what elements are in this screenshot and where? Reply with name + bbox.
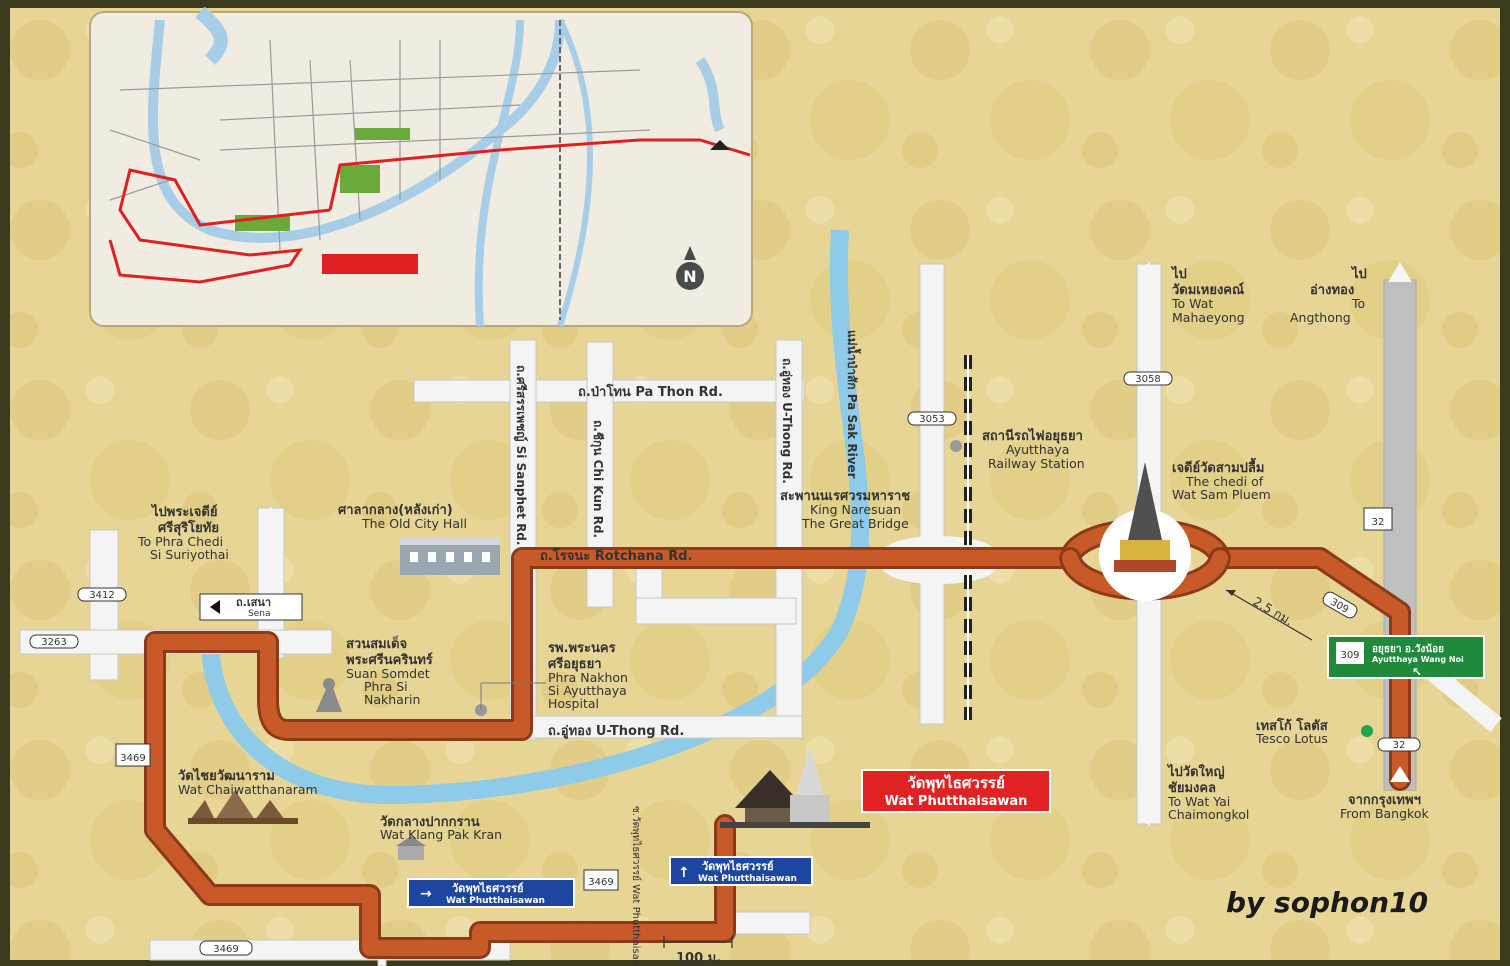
compass-label: N <box>683 267 696 286</box>
mahaeyong-en2: Mahaeyong <box>1172 310 1245 325</box>
klang-en: Wat Klang Pak Kran <box>380 827 502 842</box>
angthong-en1: To <box>1351 296 1365 311</box>
svg-text:100 ม.: 100 ม. <box>676 951 721 966</box>
wat-chaiwatthanaram-icon <box>188 790 298 824</box>
suriyothai-th2: ศรีสุริโยทัย <box>158 519 219 536</box>
uthong-rd-h-label: ถ.อู่ทอง U-Thong Rd. <box>548 724 684 739</box>
tesco-dot <box>1361 725 1373 737</box>
pasak-river-label: แม่น้ำป่าสัก Pa Sak River <box>845 330 862 479</box>
watyai-en2: Chaimongkol <box>1168 807 1249 822</box>
svg-text:32: 32 <box>1393 740 1406 751</box>
park-en2: Phra Si <box>364 679 408 694</box>
old-city-hall-icon <box>400 538 500 575</box>
svg-text:Ayutthaya Wang Noi: Ayutthaya Wang Noi <box>1372 655 1464 664</box>
hospital-th1: รพ.พระนคร <box>548 641 616 656</box>
chedi-en2: Wat Sam Pluem <box>1172 487 1271 502</box>
mahaeyong-th1: ไป <box>1170 265 1187 282</box>
wat-phutthaisawan-icon <box>720 745 870 828</box>
angthong-th1: ไป <box>1350 265 1367 282</box>
svg-text:Wat Phutthaisawan: Wat Phutthaisawan <box>698 874 797 884</box>
destination-en: Wat Phutthaisawan <box>885 794 1028 809</box>
chikun-rd-label: ถ.ชีกุน Chi Kun Rd. <box>590 420 605 538</box>
station-en1: Ayutthaya <box>1006 442 1069 457</box>
pathon-rd-label: ถ.ป่าโทน Pa Thon Rd. <box>578 383 723 400</box>
svg-text:3469: 3469 <box>120 753 145 764</box>
park-en3: Nakharin <box>364 692 420 707</box>
svg-text:3469: 3469 <box>213 944 238 955</box>
tesco-en: Tesco Lotus <box>1255 731 1328 746</box>
tesco-th: เทสโก้ โลตัส <box>1256 717 1328 734</box>
inset-map: N <box>89 6 753 327</box>
svg-text:3263: 3263 <box>41 637 66 648</box>
svg-text:อยุธยา อ.วังน้อย: อยุธยา อ.วังน้อย <box>1372 643 1444 655</box>
wat-sam-pluem-chedi <box>1099 462 1191 601</box>
roads <box>19 263 1162 966</box>
watyai-th2: ชัยมงคล <box>1168 781 1216 796</box>
station-en2: Railway Station <box>988 456 1085 471</box>
bridge-th: สะพานนเรศวรมหาราช <box>780 489 910 504</box>
svg-text:3058: 3058 <box>1135 374 1160 385</box>
svg-text:309: 309 <box>1340 650 1359 661</box>
park-th1: สวนสมเด็จ <box>346 634 407 652</box>
wat-klang-pak-kran-icon <box>396 836 426 860</box>
station-dot <box>950 440 962 452</box>
hospital-en3: Hospital <box>548 696 599 711</box>
angthong-en2: Angthong <box>1290 310 1351 325</box>
old-city-hall-th: ศาลากลาง(หลังเก่า) <box>338 503 453 518</box>
svg-text:วัดพุทไธศวรรย์: วัดพุทไธศวรรย์ <box>452 881 524 896</box>
angthong-th2: อ่างทอง <box>1310 283 1354 298</box>
bangkok-en: From Bangkok <box>1340 806 1429 821</box>
old-city-hall-en: The Old City Hall <box>361 516 467 531</box>
svg-text:↖: ↖ <box>1412 665 1422 679</box>
sisanphet-rd-label: ถ.ศรีสรรเพชญ์ Si Sanphet Rd. <box>514 365 528 545</box>
svg-text:Sena: Sena <box>248 609 270 619</box>
park-en1: Suan Somdet <box>346 666 430 681</box>
watyai-th1: ไปวัดใหญ่ <box>1166 763 1225 780</box>
klang-th: วัดกลางปากกราน <box>380 815 480 830</box>
svg-text:3053: 3053 <box>919 414 944 425</box>
phutthai-soi-label: ซ.วัดพุทไธศวรรย์ Wat Phutthaisawan Soi 1 <box>630 806 642 966</box>
svg-text:3412: 3412 <box>89 590 114 601</box>
destination-th: วัดพุทไธศวรรย์ <box>907 773 1005 793</box>
route-badges: 3053 3058 3412 3263 3469 3469 3469 309 3… <box>29 371 1421 956</box>
svg-text:↑: ↑ <box>678 865 690 881</box>
chaiwat-en: Wat Chaiwatthanaram <box>178 782 318 797</box>
rotchana-rd-label: ถ.โรจนะ Rotchana Rd. <box>540 547 692 564</box>
svg-text:ถ.เสนา: ถ.เสนา <box>236 596 271 609</box>
suriyothai-en2: Si Suriyothai <box>150 547 229 562</box>
suriyothai-th1: ไปพระเจดีย์ <box>150 503 217 520</box>
suan-somdet-monument-icon <box>316 678 342 712</box>
mahaeyong-th2: วัดมเหยงคณ์ <box>1172 282 1244 298</box>
hospital-en2: Si Ayutthaya <box>548 683 627 698</box>
distance-100m: 100 ม. <box>663 936 733 966</box>
destination-label: วัดพุทไธศวรรย์ Wat Phutthaisawan <box>861 769 1051 813</box>
svg-text:3469: 3469 <box>588 877 613 888</box>
uthong-rd-v-label: ถ.อู่ทอง U-Thong Rd. <box>779 358 794 484</box>
phutthaisawan-sign-right: ↑ วัดพุทไธศวรรย์ Wat Phutthaisawan <box>669 856 813 886</box>
chedi-en1: The chedi of <box>1185 474 1264 489</box>
phutthaisawan-sign-left: → วัดพุทไธศวรรย์ Wat Phutthaisawan <box>407 878 575 908</box>
hospital-th2: ศรีอยุธยา <box>548 656 602 672</box>
bridge-en2: The Great Bridge <box>801 516 909 531</box>
park-th2: พระศรีนครินทร์ <box>346 652 433 668</box>
svg-text:→: → <box>420 886 432 902</box>
watyai-en1: To Wat Yai <box>1167 794 1230 809</box>
svg-text:Wat Phutthaisawan: Wat Phutthaisawan <box>446 896 545 906</box>
svg-text:วัดพุทไธศวรรย์: วัดพุทไธศวรรย์ <box>702 859 774 874</box>
station-th: สถานีรถไฟอยุธยา <box>982 427 1083 444</box>
bridge-en1: King Naresuan <box>810 502 901 517</box>
mahaeyong-en1: To Wat <box>1171 296 1213 311</box>
chaiwat-th: วัดไชยวัฒนาราม <box>178 767 275 784</box>
hospital-en1: Phra Nakhon <box>548 670 628 685</box>
credit-text: by sophon10 <box>1226 886 1428 919</box>
svg-text:32: 32 <box>1372 517 1385 528</box>
suriyothai-en1: To Phra Chedi <box>137 534 223 549</box>
bangkok-th: จากกรุงเทพฯ <box>1348 793 1421 808</box>
chedi-th: เจดีย์วัดสามปลื้ม <box>1172 457 1264 476</box>
wangnoi-sign: 309 อยุธยา อ.วังน้อย Ayutthaya Wang Noi … <box>1327 635 1485 679</box>
sena-road-sign: ถ.เสนา Sena <box>199 593 303 621</box>
